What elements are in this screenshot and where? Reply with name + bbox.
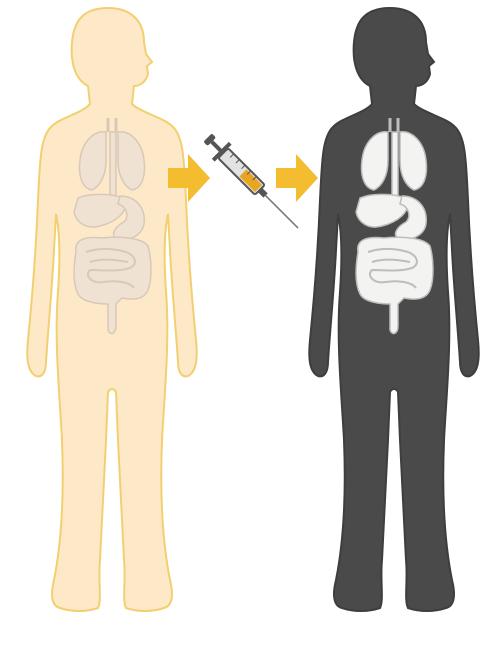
arrow-right-icon (276, 154, 318, 202)
human-body-before (27, 8, 196, 611)
human-body-after (309, 8, 478, 611)
